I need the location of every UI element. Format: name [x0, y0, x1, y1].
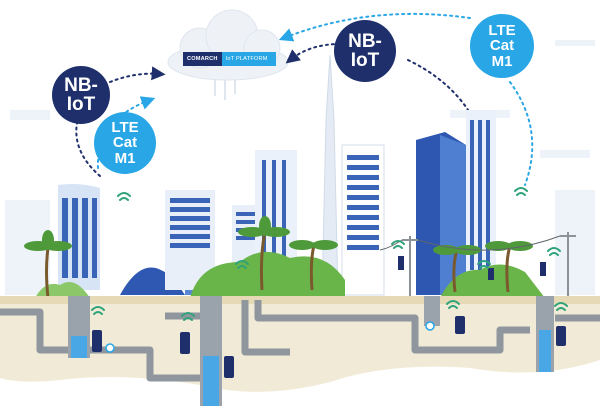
palm-tree-icon — [24, 216, 533, 299]
platform-name-label: IoT PLATFORM — [221, 52, 276, 66]
arrow-nb-right-to-cloud — [285, 43, 341, 64]
arrow-lte-right-from-tower — [509, 81, 534, 186]
platform-brand-label: COMARCH — [183, 52, 222, 66]
arrow-lte-right-to-cloud — [278, 12, 471, 42]
lte-badge-right-line-3: M1 — [491, 52, 513, 70]
arrow-tower-to-nb-left — [75, 117, 101, 177]
lte-badge-left-line-2: Cat — [112, 134, 138, 152]
lte-badge-left-line-1: LTE — [111, 119, 139, 137]
cloud-icon — [167, 9, 289, 81]
lte-badge-left: LTE Cat M1 — [94, 112, 156, 174]
nb-iot-badge-left-line-2: IoT — [66, 94, 96, 115]
pipe-shaft-water — [71, 330, 551, 406]
arrow-nb-left-to-cloud — [109, 66, 166, 83]
nb-iot-badge-right-line-1: NB- — [348, 30, 382, 52]
background-skyline — [5, 40, 595, 295]
lte-badge-left-line-3: M1 — [114, 149, 136, 167]
cloud-drip-lines — [214, 80, 236, 100]
iot-platform-label: COMARCH IoT PLATFORM — [183, 52, 276, 66]
nb-iot-badge-left: NB- IoT — [52, 66, 110, 124]
power-pole-icon — [379, 232, 576, 298]
nb-iot-badge-right: NB- IoT — [334, 20, 396, 82]
greenery — [35, 251, 545, 298]
wifi-signal-icon — [91, 187, 568, 321]
nb-iot-badge-left-line-1: NB- — [64, 74, 98, 96]
lte-badge-right-line-2: Cat — [489, 37, 515, 55]
nb-iot-badge-right-line-2: IoT — [350, 50, 380, 71]
lte-badge-right-line-1: LTE — [488, 22, 516, 40]
lte-badge-right: LTE Cat M1 — [470, 14, 534, 78]
water-meter-icon — [92, 256, 566, 378]
